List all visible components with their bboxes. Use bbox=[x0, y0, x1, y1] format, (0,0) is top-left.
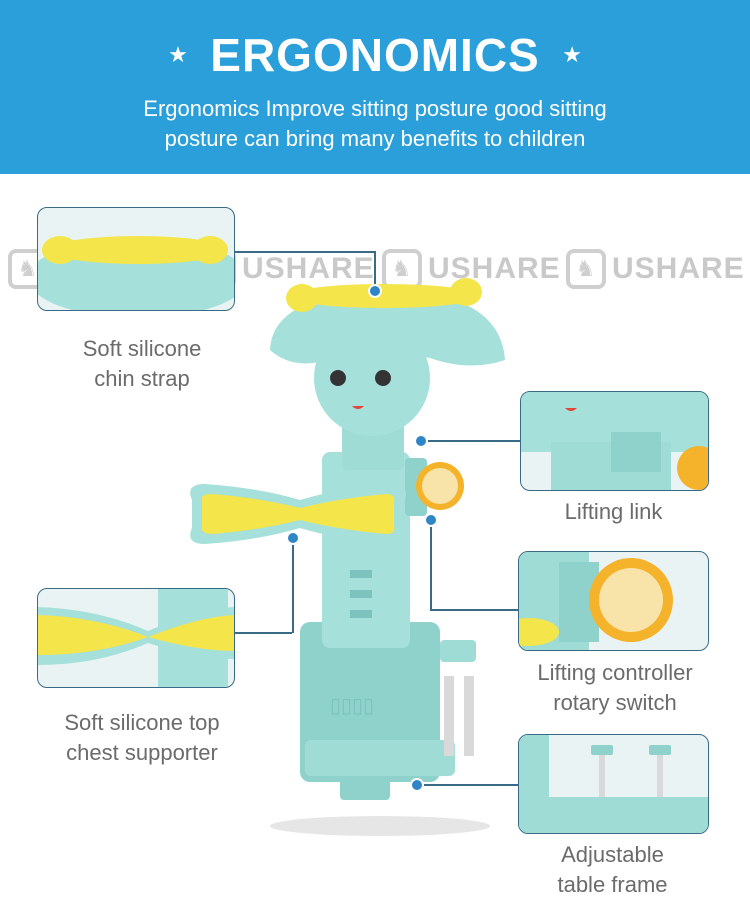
callout-dot bbox=[286, 531, 300, 545]
title-row: ★ ERGONOMICS ★ bbox=[0, 28, 750, 82]
callout-dot bbox=[410, 778, 424, 792]
star-icon: ★ bbox=[562, 42, 582, 67]
page-title: ERGONOMICS bbox=[210, 29, 540, 81]
leader-line bbox=[233, 251, 375, 253]
watermark-text: USHARE bbox=[242, 252, 375, 285]
callout-dot bbox=[424, 513, 438, 527]
header-banner: ★ ERGONOMICS ★ Ergonomics Improve sittin… bbox=[0, 0, 750, 174]
elephant-icon: ♞ bbox=[566, 249, 606, 289]
leader-line bbox=[292, 538, 294, 633]
callout-label-lifting-link: Lifting link bbox=[564, 499, 663, 524]
watermark: ♞ USHARE bbox=[566, 246, 745, 292]
callout-dot bbox=[414, 434, 428, 448]
callout-label-chin-strap: Soft silicone chin strap bbox=[82, 336, 202, 391]
header-subtitle: Ergonomics Improve sitting posture good … bbox=[100, 94, 650, 154]
lifting-link-thumbnail bbox=[520, 391, 709, 491]
watermark-text: USHARE bbox=[428, 252, 561, 285]
callout-dot bbox=[368, 284, 382, 298]
watermark-text: USHARE bbox=[612, 252, 745, 285]
svg-text:▯▯▯▯: ▯▯▯▯ bbox=[330, 695, 374, 717]
star-icon: ★ bbox=[168, 42, 188, 67]
subtitle-line-2: posture can bring many benefits to child… bbox=[164, 126, 586, 151]
leader-line bbox=[424, 440, 520, 442]
leader-line bbox=[420, 784, 518, 786]
chin-strap-thumbnail bbox=[37, 207, 235, 311]
callout-label-rotary-switch: Lifting controller rotary switch bbox=[537, 660, 693, 715]
leader-line bbox=[430, 520, 432, 610]
leader-line bbox=[430, 609, 518, 611]
subtitle-line-1: Ergonomics Improve sitting posture good … bbox=[143, 96, 607, 121]
watermark: ♞ USHARE bbox=[382, 246, 561, 292]
chest-supporter-thumbnail bbox=[37, 588, 235, 688]
table-frame-thumbnail bbox=[518, 734, 709, 834]
callout-label-chest-supporter: Soft silicone top chest supporter bbox=[64, 710, 220, 765]
leader-line bbox=[234, 632, 292, 634]
leader-line bbox=[374, 251, 376, 291]
rotary-switch-thumbnail bbox=[518, 551, 709, 651]
callout-label-table-frame: Adjustable table frame bbox=[557, 842, 668, 897]
